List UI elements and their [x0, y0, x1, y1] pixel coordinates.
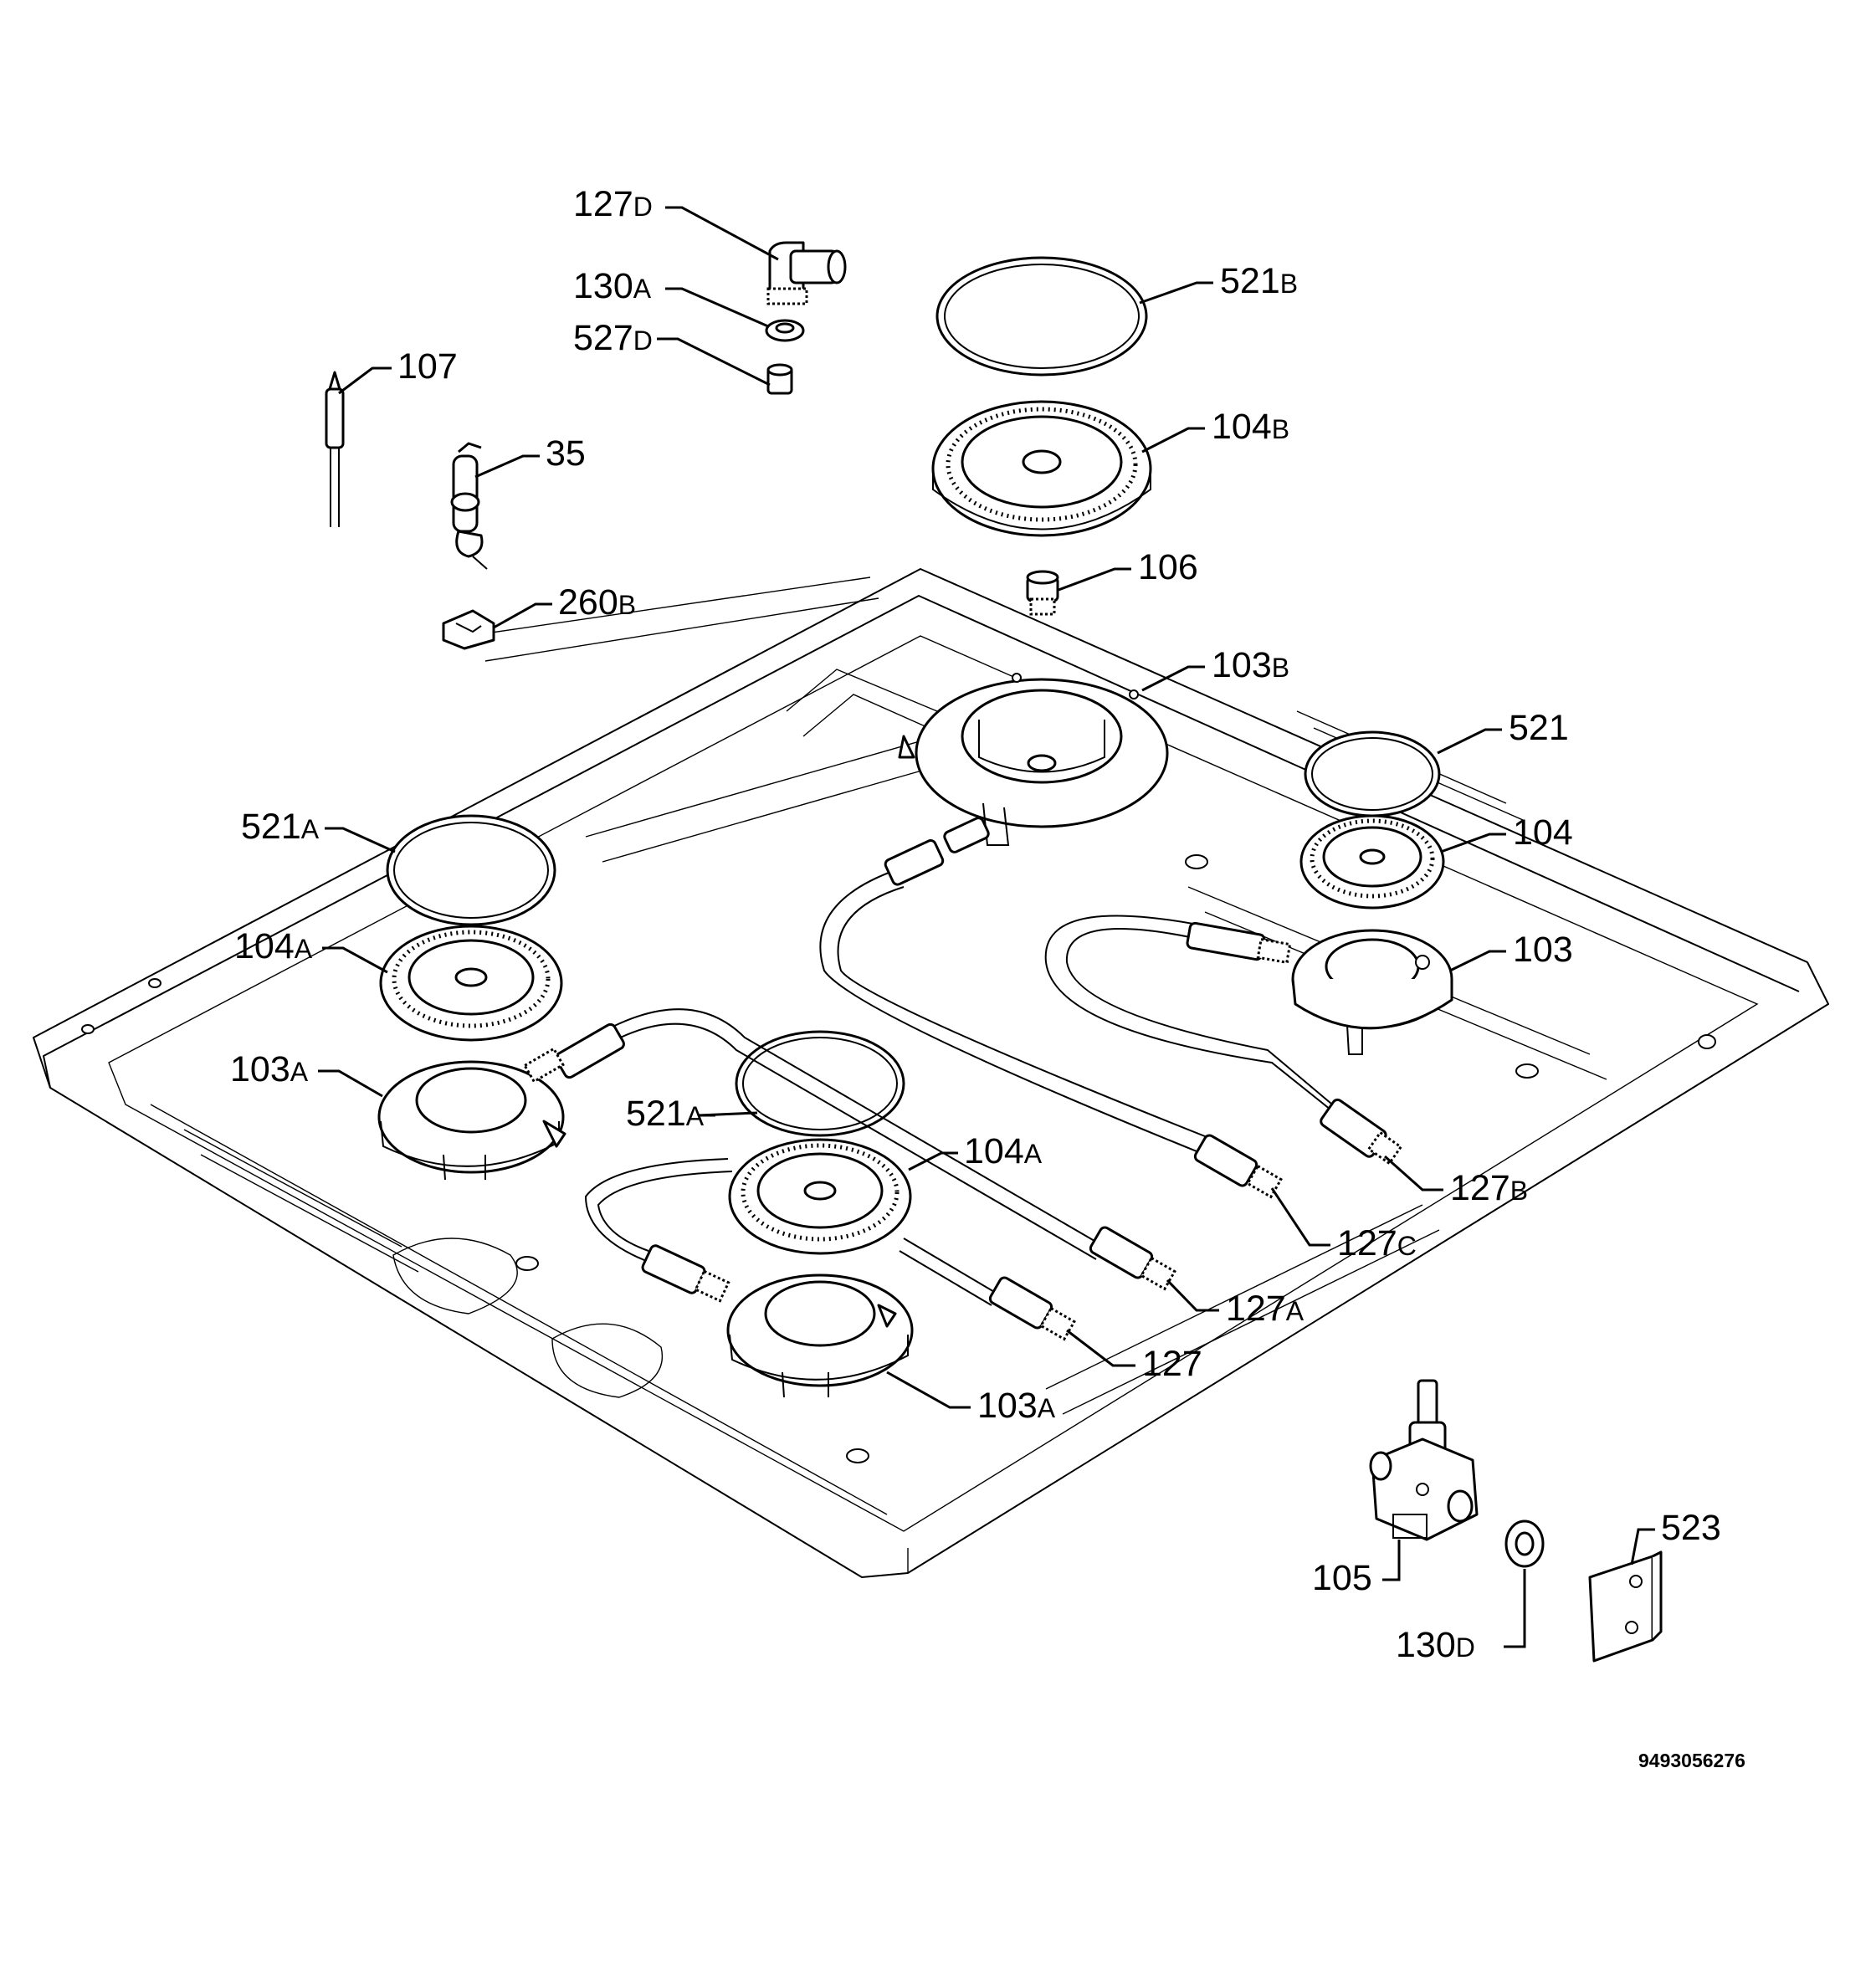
- clip-260b: [442, 609, 495, 650]
- gas-pipe-127: [584, 1158, 1076, 1341]
- label-523: 523: [1661, 1508, 1721, 1548]
- label-103a-center: 103A: [977, 1386, 1056, 1426]
- callout-labels: 127D 130A 527D 107 35 260B 521B 104B 106…: [230, 184, 1721, 1665]
- label-130d: 130D: [1396, 1625, 1475, 1665]
- label-127a: 127A: [1226, 1289, 1304, 1329]
- gas-pipe-127a: [523, 1008, 1176, 1291]
- label-105: 105: [1312, 1558, 1372, 1598]
- label-103a-left: 103A: [230, 1049, 309, 1089]
- label-260b: 260B: [558, 582, 636, 623]
- burner-crown-104a-center: [728, 1138, 912, 1255]
- thermocouple-107: [325, 371, 345, 527]
- label-106: 106: [1138, 547, 1198, 587]
- burner-crown-104: [1299, 814, 1445, 910]
- burner-crown-104a-left: [379, 925, 563, 1042]
- elbow-connector-127d: [766, 241, 847, 305]
- bracket-523: [1588, 1550, 1663, 1663]
- gas-pipe-127c: [819, 817, 1283, 1199]
- label-104a-left: 104A: [234, 926, 313, 966]
- label-35: 35: [546, 433, 586, 474]
- label-104: 104: [1513, 812, 1573, 853]
- label-103: 103: [1513, 930, 1573, 970]
- nozzle-527d: [766, 363, 793, 395]
- leader-lines: [318, 206, 1655, 1648]
- label-127d: 127D: [573, 184, 653, 224]
- burner-cap-521: [1304, 730, 1441, 817]
- injector-106: [1026, 570, 1059, 616]
- burner-base-103a-center: [726, 1273, 914, 1398]
- label-130a: 130A: [573, 266, 652, 306]
- label-527d: 527D: [573, 318, 653, 358]
- label-104a-center: 104A: [964, 1131, 1043, 1171]
- label-127b: 127B: [1450, 1168, 1528, 1208]
- burner-crown-104b: [931, 400, 1152, 537]
- burner-cap-521b: [935, 256, 1148, 377]
- label-107: 107: [397, 346, 458, 387]
- burner-cap-521a-left: [386, 814, 556, 926]
- diagram-reference-code: 9493056276: [1638, 1750, 1745, 1771]
- seal-ring-130a: [765, 319, 805, 342]
- label-104b: 104B: [1212, 407, 1289, 447]
- label-127: 127: [1142, 1344, 1202, 1384]
- burner-base-103a-left: [377, 1060, 566, 1181]
- gas-tap-105: [1369, 1379, 1479, 1541]
- burner-base-103: [1291, 929, 1453, 1055]
- label-521a-left: 521A: [241, 807, 320, 847]
- ignition-electrode-35: [450, 442, 488, 570]
- label-127c: 127C: [1337, 1223, 1417, 1263]
- seal-ring-130d: [1504, 1519, 1545, 1568]
- burner-base-103b: [898, 673, 1169, 846]
- label-521b: 521B: [1220, 261, 1298, 301]
- label-521: 521: [1509, 708, 1569, 748]
- label-521a-center: 521A: [626, 1094, 705, 1134]
- label-103b: 103B: [1212, 645, 1289, 685]
- gas-pipe-127b: [1044, 915, 1403, 1166]
